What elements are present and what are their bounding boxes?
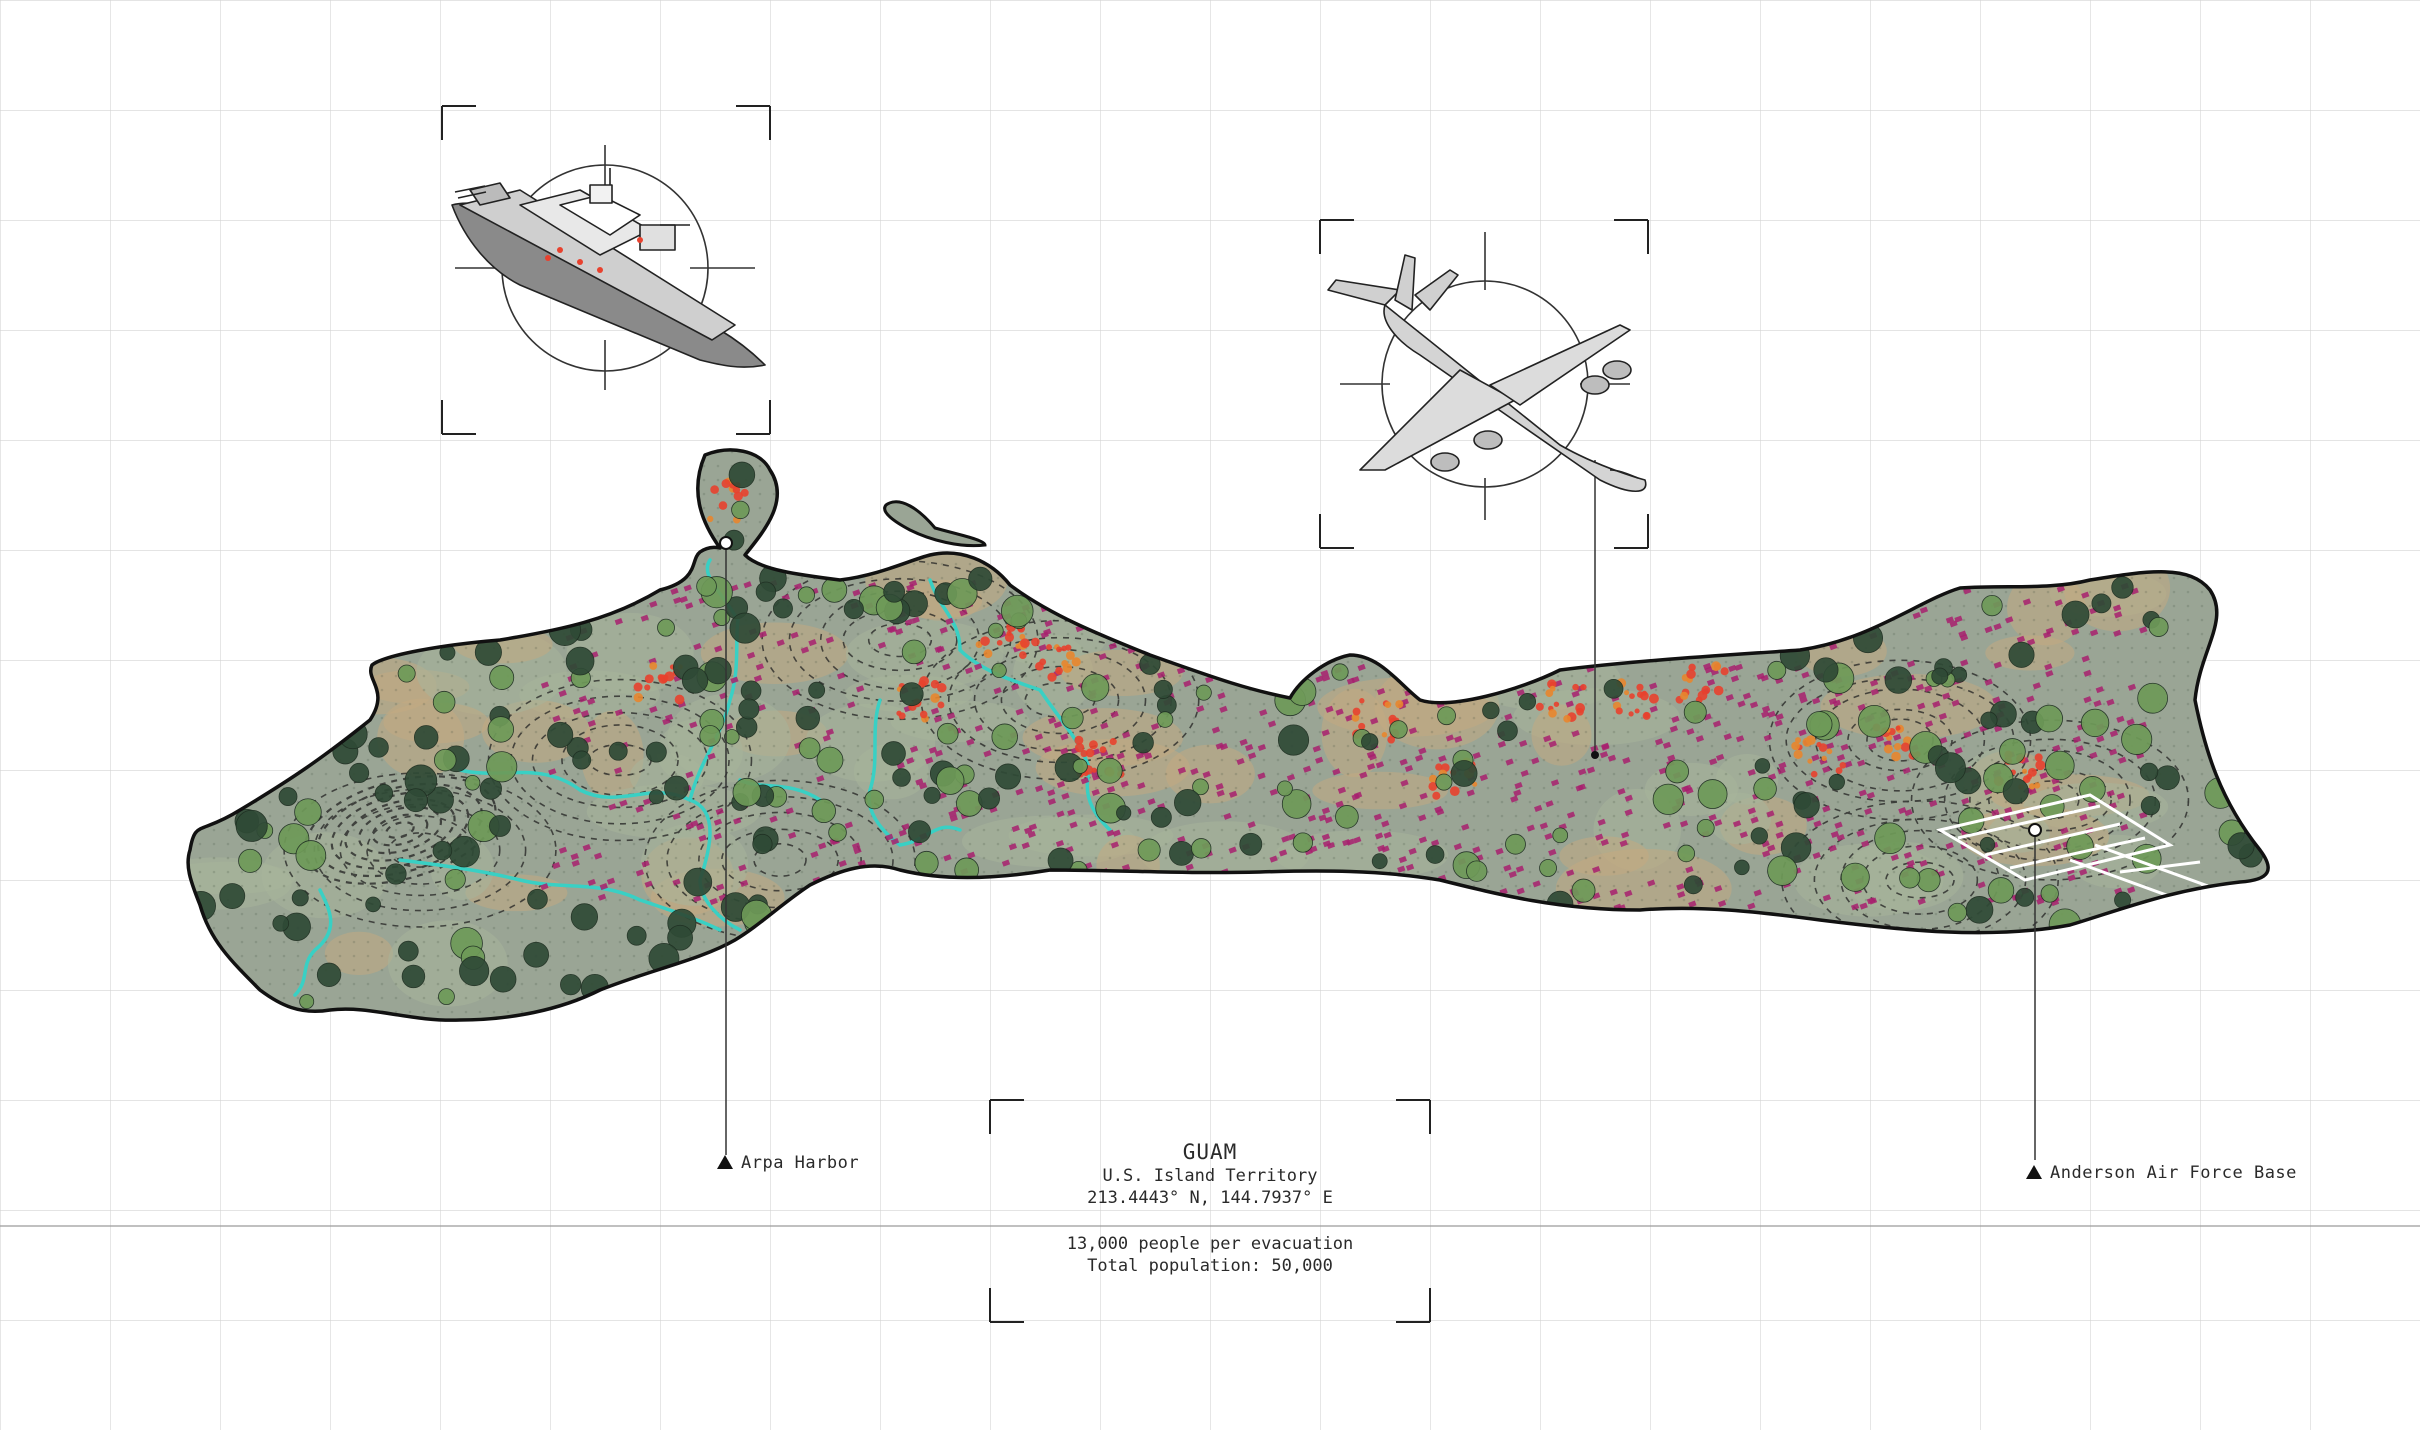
plane-frame — [1319, 219, 1649, 549]
evacuation-capacity-text: 13,000 people per evacuation — [1066, 1234, 1354, 1254]
anderson-afb-pin[interactable] — [2028, 823, 2042, 1160]
arpa-harbor-pin[interactable] — [719, 536, 733, 1155]
title-frame — [989, 1099, 1431, 1323]
ship-frame — [441, 105, 771, 435]
arpa-harbor-text: Arpa Harbor — [741, 1153, 860, 1173]
island-title: GUAM — [1182, 1140, 1238, 1164]
total-population-text: Total population: 50,000 — [1087, 1256, 1333, 1276]
navy-ship-icon[interactable] — [451, 168, 766, 368]
coastline — [186, 448, 2270, 1022]
anderson-afb-label: Anderson Air Force Base — [2026, 1163, 2297, 1183]
triangle-marker-icon — [717, 1155, 733, 1169]
plane-target-point — [1591, 751, 1599, 759]
triangle-marker-icon — [2026, 1165, 2042, 1179]
map-title-block: GUAM U.S. Island Territory 213.4443° N, … — [990, 1140, 1430, 1276]
airbase-runway — [1936, 793, 2209, 902]
anderson-afb-text: Anderson Air Force Base — [2050, 1163, 2297, 1183]
coordinates-text: 213.4443° N, 144.7937° E — [1087, 1188, 1333, 1208]
cargo-plane-icon[interactable] — [1327, 254, 1647, 492]
islet — [883, 500, 987, 548]
territory-subtitle: U.S. Island Territory — [1102, 1166, 1318, 1186]
tree-cover — [188, 461, 2263, 1010]
arpa-harbor-label: Arpa Harbor — [717, 1153, 859, 1173]
